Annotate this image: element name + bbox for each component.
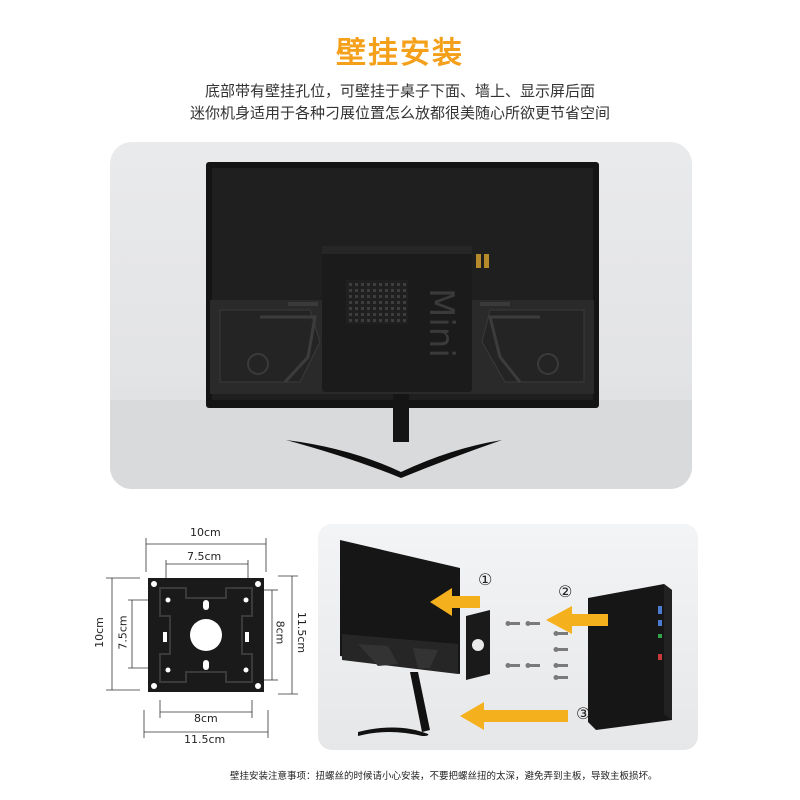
vent-hole xyxy=(367,319,370,322)
vent-hole xyxy=(349,319,352,322)
vent-hole xyxy=(379,295,382,298)
vent-hole xyxy=(361,313,364,316)
vent-hole xyxy=(349,307,352,310)
vent-hole xyxy=(379,289,382,292)
vent-hole xyxy=(373,283,376,286)
vent-hole xyxy=(397,313,400,316)
vent-hole xyxy=(373,289,376,292)
vent-hole xyxy=(349,301,352,304)
vent-hole xyxy=(385,319,388,322)
hero-mounted-monitor-image: Mini xyxy=(110,142,692,489)
mini-label: Mini xyxy=(421,288,461,358)
step-1-badge: ① xyxy=(478,570,493,589)
vent-hole xyxy=(355,307,358,310)
vent-hole xyxy=(373,307,376,310)
dim-top-inner: 7.5cm xyxy=(187,550,222,563)
installation-diagram: ① ② ③ xyxy=(318,524,698,750)
vesa-dimension-panel: 10cm 7.5cm 10cm 7.5cm 8cm 11.5cm 8cm 11.… xyxy=(90,520,310,750)
vent-hole xyxy=(403,289,406,292)
vent-hole xyxy=(361,295,364,298)
vent-hole xyxy=(397,319,400,322)
vent-hole xyxy=(367,313,370,316)
vent-hole xyxy=(403,301,406,304)
vent-hole xyxy=(361,319,364,322)
vent-hole xyxy=(361,301,364,304)
vent-hole xyxy=(349,295,352,298)
dim-bottom-outer: 11.5cm xyxy=(184,733,226,746)
subtitle-line-2: 迷你机身适用于各种刁展位置怎么放都很美随心所欲更节省空间 xyxy=(189,104,610,122)
vent-hole xyxy=(379,307,382,310)
dim-left-outer: 10cm xyxy=(92,617,106,648)
install-mount-plate xyxy=(466,610,490,680)
subtitle-line-1: 底部带有壁挂孔位，可壁挂于桌子下面、墙上、显示屏后面 xyxy=(204,82,595,100)
vent-hole xyxy=(349,289,352,292)
vent-hole xyxy=(403,313,406,316)
vent-hole xyxy=(373,295,376,298)
vent-hole xyxy=(373,319,376,322)
vent-hole xyxy=(361,289,364,292)
vent-hole xyxy=(367,283,370,286)
vent-hole xyxy=(397,283,400,286)
dim-left-inner: 7.5cm xyxy=(116,615,130,650)
screws-icon xyxy=(505,621,568,680)
vent-hole xyxy=(391,313,394,316)
installation-note: 壁挂安装注意事项：扭螺丝的时候请小心安装，不要把螺丝扭的太深，避免弄到主板，导致… xyxy=(230,771,658,782)
vent-hole xyxy=(355,313,358,316)
vent-hole xyxy=(403,307,406,310)
vent-hole xyxy=(367,289,370,292)
monitor-stand-base xyxy=(286,440,502,478)
arrow-icons xyxy=(430,588,608,730)
vent-hole xyxy=(397,307,400,310)
vent-hole xyxy=(385,301,388,304)
vent-hole xyxy=(385,307,388,310)
vent-hole xyxy=(397,295,400,298)
vesa-mount-plate xyxy=(148,578,264,692)
vent-hole xyxy=(367,301,370,304)
dim-right-outer: 11.5cm xyxy=(295,611,309,654)
step-2-badge: ② xyxy=(558,582,573,601)
vent-hole xyxy=(373,313,376,316)
vent-hole xyxy=(385,313,388,316)
vent-hole xyxy=(349,313,352,316)
monitor-stand-neck xyxy=(393,394,409,442)
vent-hole xyxy=(361,307,364,310)
install-mini-pc xyxy=(588,584,672,730)
vent-hole xyxy=(367,307,370,310)
dim-bottom-inner: 8cm xyxy=(194,712,218,725)
vent-hole xyxy=(391,319,394,322)
vent-hole xyxy=(355,301,358,304)
vent-hole xyxy=(379,283,382,286)
vent-hole xyxy=(391,307,394,310)
step-3-badge: ③ xyxy=(576,704,591,723)
vent-hole xyxy=(385,289,388,292)
vent-hole xyxy=(355,283,358,286)
vent-hole xyxy=(385,295,388,298)
vent-hole xyxy=(397,301,400,304)
vent-hole xyxy=(379,301,382,304)
vent-hole xyxy=(373,301,376,304)
vent-hole xyxy=(403,319,406,322)
vent-hole xyxy=(349,283,352,286)
vent-hole xyxy=(391,283,394,286)
vent-hole xyxy=(391,301,394,304)
dim-right-inner: 8cm xyxy=(273,620,287,645)
vent-hole xyxy=(355,319,358,322)
vent-hole xyxy=(361,283,364,286)
vent-hole xyxy=(379,313,382,316)
vent-hole xyxy=(397,289,400,292)
vent-hole xyxy=(379,319,382,322)
vent-hole xyxy=(355,289,358,292)
page-title: 壁挂安装 xyxy=(336,36,464,71)
vent-hole xyxy=(403,283,406,286)
vent-hole xyxy=(391,295,394,298)
vent-hole xyxy=(391,289,394,292)
vent-hole xyxy=(403,295,406,298)
vent-hole xyxy=(385,283,388,286)
vent-hole xyxy=(367,295,370,298)
dim-top-outer: 10cm xyxy=(190,526,221,539)
vent-hole xyxy=(355,295,358,298)
